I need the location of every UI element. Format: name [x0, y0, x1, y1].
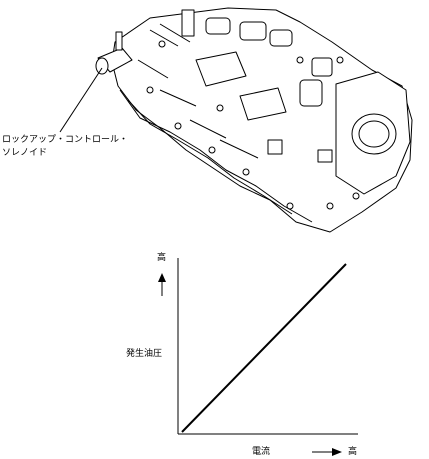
x-axis-label: 電流 [252, 447, 271, 457]
x-high-arrow-head [332, 448, 342, 456]
x-high-label: 高 [348, 447, 358, 457]
chart [158, 258, 358, 456]
y-high-label: 高 [157, 253, 167, 263]
series-line [181, 263, 347, 433]
valve-body-illustration [95, 7, 413, 233]
part-leader-line [59, 67, 103, 133]
part-label-line-1: ロックアップ・コントロール・ [2, 135, 129, 145]
part-label-line-2: ソレノイド [2, 148, 48, 158]
y-high-arrow-head [158, 273, 166, 282]
y-axis-label: 発生油圧 [126, 349, 163, 359]
